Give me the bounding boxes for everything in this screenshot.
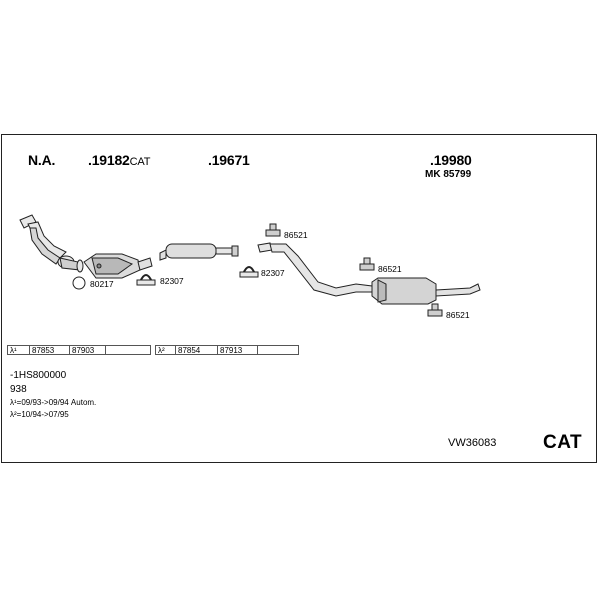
diagram-frame [1, 134, 597, 463]
kit-code: VW36083 [448, 437, 497, 449]
strip-lambda1-cell: 87853 [29, 345, 69, 355]
note-lambda2: λ²=10/94->07/95 [10, 410, 69, 419]
label-82307-left: 82307 [160, 276, 184, 286]
strip-lambda1-tag: λ¹ [7, 345, 29, 355]
strip-lambda1: λ¹ 87853 87903 [7, 345, 151, 355]
part-19980: .19980 [430, 152, 472, 168]
strip-lambda2-cell: 87913 [217, 345, 257, 355]
part-19980-sub: MK 85799 [425, 169, 472, 180]
hanger-86521-c [427, 303, 443, 317]
cat-badge: CAT [543, 432, 583, 453]
hanger-86521-a [265, 223, 281, 237]
ring-clamp-80217 [72, 276, 86, 290]
na-label: N.A. [28, 152, 56, 168]
downpipe [19, 214, 84, 273]
note-lambda1: λ¹=09/93->09/94 Autom. [10, 398, 97, 407]
u-clamp-82307-right [239, 266, 259, 278]
part-19671: .19671 [208, 152, 250, 168]
label-80217: 80217 [90, 279, 114, 289]
strip-lambda2: λ² 87854 87913 [155, 345, 299, 355]
note-938: 938 [10, 384, 27, 395]
strip-lambda2-cell: 87854 [175, 345, 217, 355]
strip-lambda2-cell [257, 345, 299, 355]
note-serial: -1HS800000 [10, 370, 67, 381]
strip-lambda2-tag: λ² [155, 345, 175, 355]
label-86521-c: 86521 [446, 310, 470, 320]
middle-silencer [159, 243, 239, 261]
strip-lambda1-cell [105, 345, 151, 355]
label-82307-right: 82307 [261, 268, 285, 278]
part-19182: .19182CAT [88, 152, 151, 168]
catalytic-converter [83, 253, 153, 279]
label-86521-a: 86521 [284, 230, 308, 240]
rear-silencer [371, 277, 481, 305]
strip-lambda1-cell: 87903 [69, 345, 105, 355]
u-clamp-82307-left [136, 274, 156, 286]
hanger-86521-b [359, 257, 375, 271]
label-86521-b: 86521 [378, 264, 402, 274]
